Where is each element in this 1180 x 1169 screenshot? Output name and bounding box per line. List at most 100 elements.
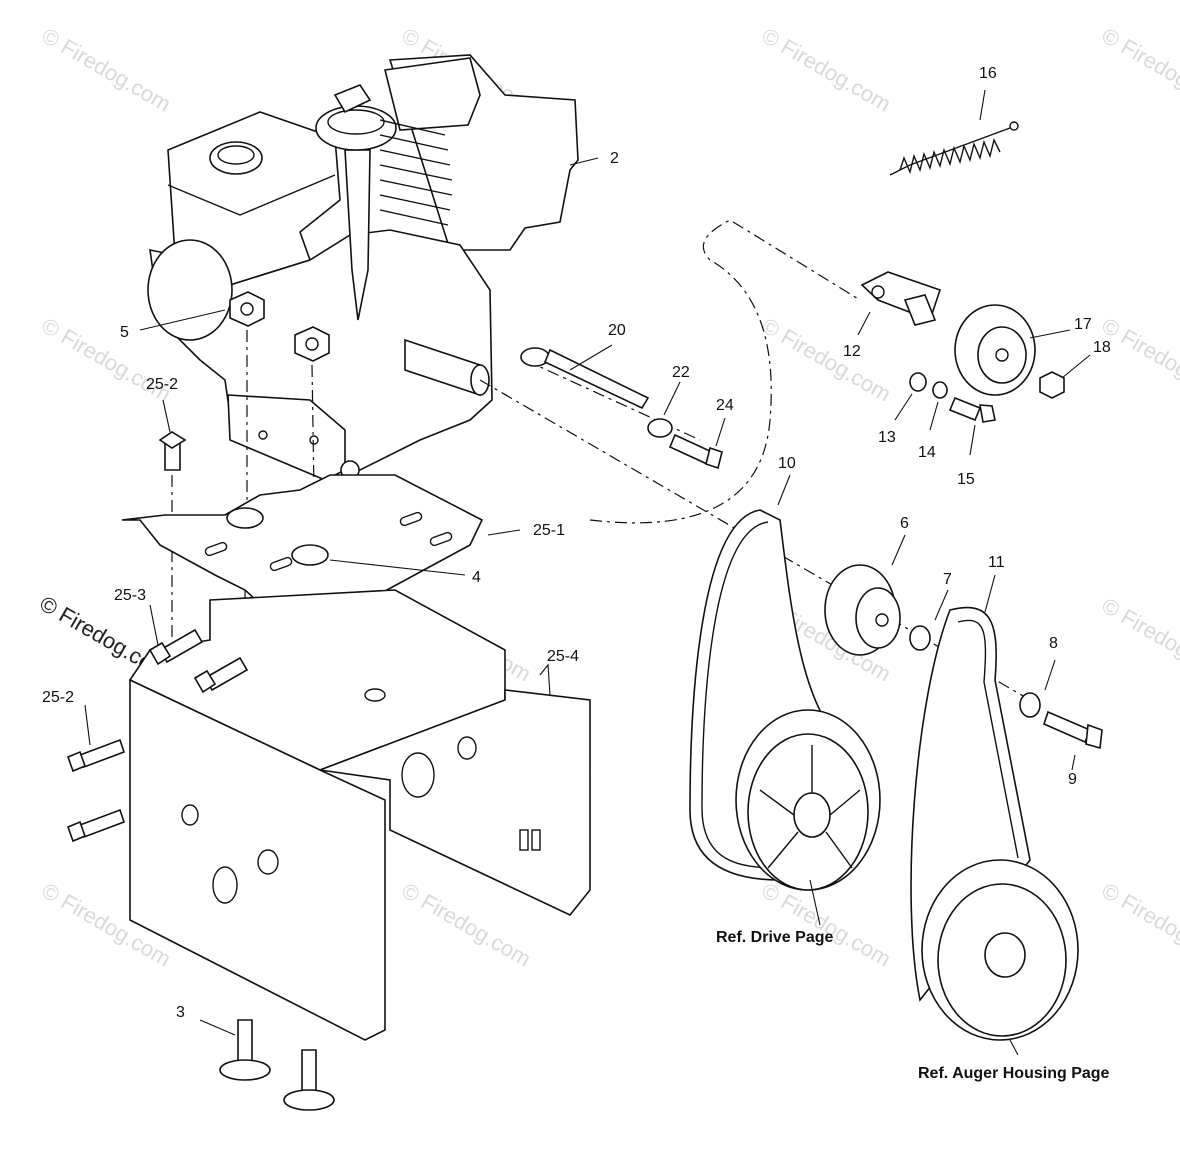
part-label-15: 15 bbox=[957, 471, 975, 488]
bolt-head bbox=[66, 750, 87, 773]
bolt-flange bbox=[283, 1089, 335, 1111]
mount-hole bbox=[309, 435, 319, 445]
watermark: © Firedog.com bbox=[758, 313, 896, 407]
part-label-25-3: 25-3 bbox=[114, 587, 146, 604]
idler-shaft bbox=[903, 294, 937, 326]
spring-icon bbox=[889, 127, 1011, 176]
part-label-13: 13 bbox=[878, 429, 896, 446]
part-label-24: 24 bbox=[716, 397, 734, 414]
watermark: © Firedog.com bbox=[1098, 593, 1180, 687]
engine-pulley-face bbox=[855, 587, 901, 649]
frame-hole bbox=[257, 849, 279, 875]
watermark: © Firedog.com bbox=[38, 23, 176, 117]
auger-belt-inner bbox=[957, 619, 1019, 859]
drive-belt-assembly bbox=[689, 509, 1103, 1041]
crank-hardware bbox=[520, 347, 723, 470]
bolt-icon bbox=[301, 1049, 317, 1096]
bolt-head bbox=[705, 446, 723, 470]
bolt-head bbox=[193, 669, 217, 694]
part-label-7: 7 bbox=[943, 571, 952, 588]
shaft-key bbox=[543, 348, 650, 410]
lock-washer-icon bbox=[291, 544, 329, 566]
part-label-16: 16 bbox=[979, 65, 997, 82]
spring-coils bbox=[899, 137, 1001, 175]
nut-hole bbox=[305, 337, 319, 351]
plate-slot bbox=[204, 541, 228, 557]
part-label-20: 20 bbox=[608, 322, 626, 339]
frame-slot bbox=[519, 829, 529, 851]
part-label-25-1: 25-1 bbox=[533, 522, 565, 539]
nut-hole bbox=[240, 302, 254, 316]
part-labels: 2 5 25-2 25-1 4 25-3 25-4 25-2 3 20 22 2… bbox=[42, 65, 1111, 1082]
part-label-14: 14 bbox=[918, 444, 936, 461]
ref-drive-page: Ref. Drive Page bbox=[716, 929, 833, 946]
fuel-cap-icon bbox=[209, 141, 263, 175]
spacer-icon bbox=[909, 625, 931, 651]
cylinder-fins bbox=[379, 119, 453, 226]
drive-pulley-spokes bbox=[759, 745, 861, 869]
washer-icon bbox=[520, 347, 550, 367]
engine bbox=[147, 54, 579, 481]
drive-pulley-hub bbox=[793, 792, 831, 838]
nut-icon bbox=[294, 326, 330, 362]
frame-hole bbox=[364, 688, 386, 702]
drive-belt-inner bbox=[701, 521, 779, 869]
washer-icon bbox=[1019, 692, 1041, 718]
bolt-icon bbox=[78, 738, 126, 769]
part-label-3: 3 bbox=[176, 1004, 185, 1021]
bolt-head bbox=[148, 641, 172, 666]
part-label-25-4: 25-4 bbox=[547, 648, 579, 665]
washer-icon bbox=[647, 418, 673, 438]
leader-lines bbox=[84, 89, 1091, 1056]
lock-washer-icon bbox=[226, 507, 264, 529]
part-label-25-2-top: 25-2 bbox=[146, 376, 178, 393]
muffler bbox=[384, 57, 481, 131]
part-label-11: 11 bbox=[988, 554, 1005, 571]
oil-cap-top bbox=[327, 109, 385, 135]
part-label-12: 12 bbox=[843, 343, 861, 360]
watermark: © Firedog.com bbox=[1098, 23, 1180, 117]
bolt-head bbox=[66, 820, 87, 843]
engine-pulley-bore bbox=[875, 613, 889, 627]
part-label-5: 5 bbox=[120, 324, 129, 341]
washer-icon bbox=[909, 372, 927, 392]
spring-hook bbox=[1009, 121, 1019, 131]
frame-hole bbox=[457, 736, 477, 760]
plate-slot bbox=[399, 511, 423, 527]
bolt-icon bbox=[1043, 710, 1092, 744]
part-label-6: 6 bbox=[900, 515, 909, 532]
washer-icon bbox=[932, 381, 948, 399]
bolt-icon bbox=[78, 808, 126, 839]
ref-auger-housing-page: Ref. Auger Housing Page bbox=[918, 1065, 1110, 1082]
part-label-4: 4 bbox=[472, 569, 481, 586]
watermark: © Firedog.com bbox=[758, 878, 896, 972]
bolt-icon bbox=[668, 433, 714, 466]
bolt-head bbox=[979, 404, 996, 423]
frame-hole bbox=[212, 866, 238, 904]
fuel-tank-seam bbox=[167, 174, 336, 216]
flywheel-cover bbox=[147, 239, 233, 341]
plate-slot bbox=[429, 531, 453, 547]
frame-bolts bbox=[66, 431, 335, 1111]
part-label-8: 8 bbox=[1049, 635, 1058, 652]
part-label-9: 9 bbox=[1068, 771, 1077, 788]
part-label-17: 17 bbox=[1074, 316, 1092, 333]
frame-hole bbox=[181, 804, 199, 826]
nut-icon bbox=[229, 291, 265, 327]
bolt-head bbox=[158, 431, 187, 449]
part-label-25-2-bottom: 25-2 bbox=[42, 689, 74, 706]
part-label-2: 2 bbox=[610, 150, 619, 167]
frame bbox=[128, 589, 591, 1041]
oil-cap-icon bbox=[315, 105, 397, 151]
frame-slot bbox=[531, 829, 541, 851]
idler-assembly bbox=[860, 121, 1065, 423]
plate-slot bbox=[269, 556, 293, 572]
frame-hole bbox=[401, 752, 435, 798]
frame-side-panel bbox=[319, 689, 591, 916]
mount-hole bbox=[258, 430, 268, 440]
watermark: © Firedog.com bbox=[1098, 313, 1180, 407]
watermark: © Firedog.com bbox=[1098, 878, 1180, 972]
nut-icon bbox=[1039, 371, 1065, 399]
part-label-10: 10 bbox=[778, 455, 796, 472]
